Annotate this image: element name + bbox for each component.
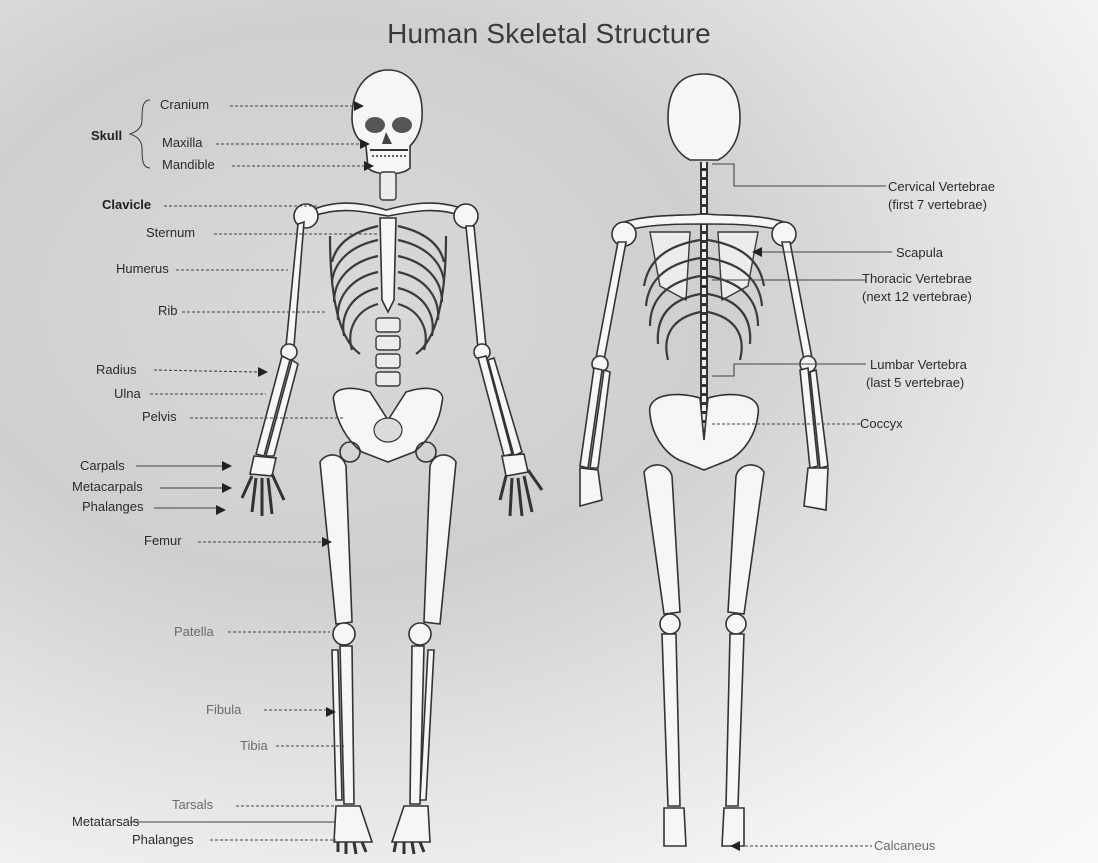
label-phalanges-foot: Phalanges [132, 833, 193, 847]
label-radius: Radius [96, 363, 136, 377]
front-skeleton [242, 70, 542, 854]
label-femur: Femur [144, 534, 182, 548]
label-phalanges-hand: Phalanges [82, 500, 143, 514]
label-calcaneus: Calcaneus [874, 839, 935, 853]
label-thoracic-vertebrae: Thoracic Vertebrae [862, 272, 972, 286]
label-humerus: Humerus [116, 262, 169, 276]
label-cervical-vertebrae: Cervical Vertebrae [888, 180, 995, 194]
label-sternum: Sternum [146, 226, 195, 240]
label-ulna: Ulna [114, 387, 141, 401]
label-cervical-note: (first 7 vertebrae) [888, 198, 987, 212]
label-patella: Patella [174, 625, 214, 639]
label-lumbar-vertebra: Lumbar Vertebra [870, 358, 967, 372]
label-fibula: Fibula [206, 703, 241, 717]
label-pelvis: Pelvis [142, 410, 177, 424]
label-rib: Rib [158, 304, 178, 318]
label-metatarsals: Metatarsals [72, 815, 139, 829]
label-scapula: Scapula [896, 246, 943, 260]
label-clavicle: Clavicle [102, 198, 151, 212]
label-maxilla: Maxilla [162, 136, 202, 150]
label-metacarpals: Metacarpals [72, 480, 143, 494]
label-cranium: Cranium [160, 98, 209, 112]
label-tarsals: Tarsals [172, 798, 213, 812]
label-skull: Skull [91, 128, 122, 143]
label-lumbar-note: (last 5 vertebrae) [866, 376, 964, 390]
label-mandible: Mandible [162, 158, 215, 172]
label-tibia: Tibia [240, 739, 268, 753]
label-coccyx: Coccyx [860, 417, 903, 431]
label-thoracic-note: (next 12 vertebrae) [862, 290, 972, 304]
back-skeleton [580, 74, 828, 846]
label-carpals: Carpals [80, 459, 125, 473]
